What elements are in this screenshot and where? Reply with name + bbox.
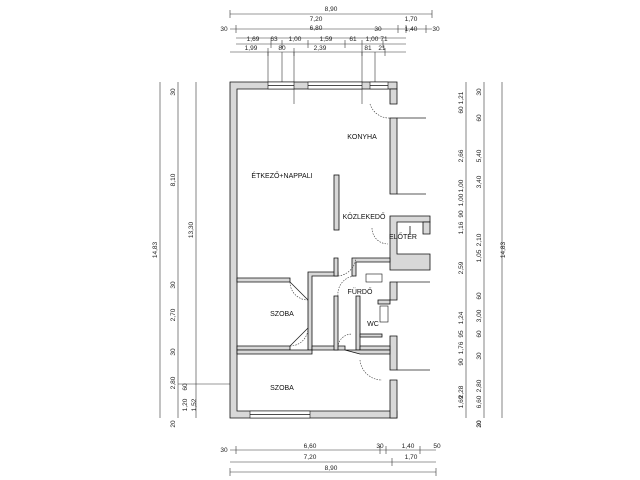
dim-top-r5-4: 21 (378, 45, 386, 52)
dim-bottom-r1-0: 30 (220, 447, 228, 454)
bottom-dimensions: 30 6,60 30 1,40 50 7,20 1,70 8,90 (220, 443, 441, 476)
dim-top-r2-2: 30 (374, 26, 382, 33)
dim-top-r4-3: 1,59 (320, 36, 333, 43)
dim-right-c2-13: 30 (476, 420, 483, 428)
dim-top-r5-0: 1,99 (245, 45, 258, 52)
dim-right-c1-3: 1,00 (458, 179, 465, 192)
dim-bottom-r2-0: 7,20 (304, 454, 317, 461)
dim-bottom-total: 8,90 (325, 465, 338, 472)
dim-right-outer: 14,83 (500, 241, 507, 258)
dim-top-r2-5: 30 (432, 26, 440, 33)
dim-right-c1-8: 1,24 (458, 311, 465, 324)
dim-right-c2-1: 3,40 (476, 175, 483, 188)
dim-top-r4-5: 1,00 (366, 36, 379, 43)
dim-right-c1-4: 1,00 (458, 193, 465, 206)
dim-top-r5-1: 80 (278, 45, 286, 52)
dim-top-r3-0: 6,80 (310, 25, 323, 32)
walls (229, 81, 431, 419)
room-wc: WC (367, 321, 379, 328)
dim-bottom-r1-1: 6,60 (304, 443, 317, 450)
dim-right-c2-4: 2,10 (476, 233, 483, 246)
dim-right-c1-0: 1,21 (458, 91, 465, 104)
dim-left-c3-2: 1,20 (182, 398, 189, 411)
dim-right-c1-2: 2,66 (458, 149, 465, 162)
room-furdo: FÜRDŐ (348, 287, 373, 296)
room-szoba-1: SZOBA (270, 311, 294, 318)
dim-bottom-r1-3: 1,40 (402, 443, 415, 450)
dim-top-r2-4: 1,40 (405, 26, 418, 33)
room-eloter: ELŐTÉR (389, 232, 417, 241)
dim-left-c2-1: 8,10 (170, 173, 177, 186)
dim-right-c1-9: 95 (458, 330, 465, 338)
dim-top-r4-2: 1,00 (289, 36, 302, 43)
doors (289, 103, 430, 381)
dim-right-c2-5: 1,05 (476, 249, 483, 262)
room-szoba-2: SZOBA (270, 385, 294, 392)
dim-right-c1-6: 1,16 (458, 221, 465, 234)
dim-right-c1-7: 2,59 (458, 261, 465, 274)
left-dimensions: 14,83 30 8,10 30 2,70 30 2,80 20 13,30 6… (152, 82, 232, 428)
top-dimensions: 8,90 30 7,20 30 1,70 1,40 30 6,80 1,69 6… (220, 6, 440, 104)
dim-right-c2-9: 6,60 (476, 395, 483, 408)
dim-left-c3-1: 60 (182, 383, 189, 391)
dim-right-c1-10: 1,76 (458, 341, 465, 354)
dim-top-r4-0: 1,69 (247, 36, 260, 43)
dim-top-r4-1: 63 (270, 36, 278, 43)
dim-top-r4-4: 61 (349, 36, 357, 43)
dim-top-r5-2: 2,39 (314, 45, 327, 52)
dim-right-c2-2: 5,40 (476, 149, 483, 162)
dim-right-c2-3: 60 (476, 114, 483, 122)
dim-right-c2-7: 3,00 (476, 309, 483, 322)
dim-left-c2-6: 20 (170, 420, 177, 428)
dim-bottom-r2-1: 1,70 (405, 454, 418, 461)
dim-right-c2-12: 20 (476, 420, 483, 428)
dim-top-r2-3: 1,70 (405, 16, 418, 23)
dim-top-r4-6: 71 (380, 36, 388, 43)
dim-right-c1-5: 90 (458, 210, 465, 218)
dim-left-c2-3: 2,70 (170, 308, 177, 321)
room-kozlekedo: KÖZLEKEDŐ (343, 212, 386, 221)
dim-left-c2-5: 2,80 (170, 376, 177, 389)
room-etkezo-nappali: ÉTKEZŐ+NAPPALI (251, 171, 312, 180)
room-konyha: KONYHA (347, 134, 377, 141)
dim-top-r2-0: 30 (220, 26, 228, 33)
dim-left-c2-2: 30 (170, 281, 177, 289)
dim-top-r5-3: 81 (364, 45, 372, 52)
dim-right-c2-11: 2,80 (476, 379, 483, 392)
dim-left-c2-4: 30 (170, 348, 177, 356)
dim-bottom-r1-4: 50 (433, 443, 441, 450)
dim-right-c1-1: 60 (458, 106, 465, 114)
right-dimensions: 1,21 60 2,66 1,001,00 90 1,16 2,59 1,24 95 1,76 90… (458, 82, 507, 428)
dim-right-c1-12: 2,28 (458, 385, 465, 398)
dim-bottom-r1-2: 30 (376, 443, 384, 450)
dim-right-c2-6: 60 (476, 292, 483, 300)
dim-right-c1-11: 90 (458, 358, 465, 366)
dim-left-c2-0: 30 (170, 88, 177, 96)
dim-right-c2-0: 30 (476, 88, 483, 96)
dim-right-c2-8: 60 (476, 330, 483, 338)
dim-left-outer: 14,83 (152, 241, 159, 258)
dim-top-total: 8,90 (325, 6, 338, 13)
dim-left-c3-3: 1,52 (191, 398, 198, 411)
room-labels: KONYHA ÉTKEZŐ+NAPPALI KÖZLEKEDŐ ELŐTÉR F… (251, 134, 417, 392)
dim-right-c2-10: 30 (476, 352, 483, 360)
fixtures (365, 226, 411, 323)
dim-right-c1-13: 1,69 (458, 395, 465, 408)
dim-left-c3-0: 13,30 (188, 221, 195, 238)
dim-top-r2-1: 7,20 (310, 16, 323, 23)
